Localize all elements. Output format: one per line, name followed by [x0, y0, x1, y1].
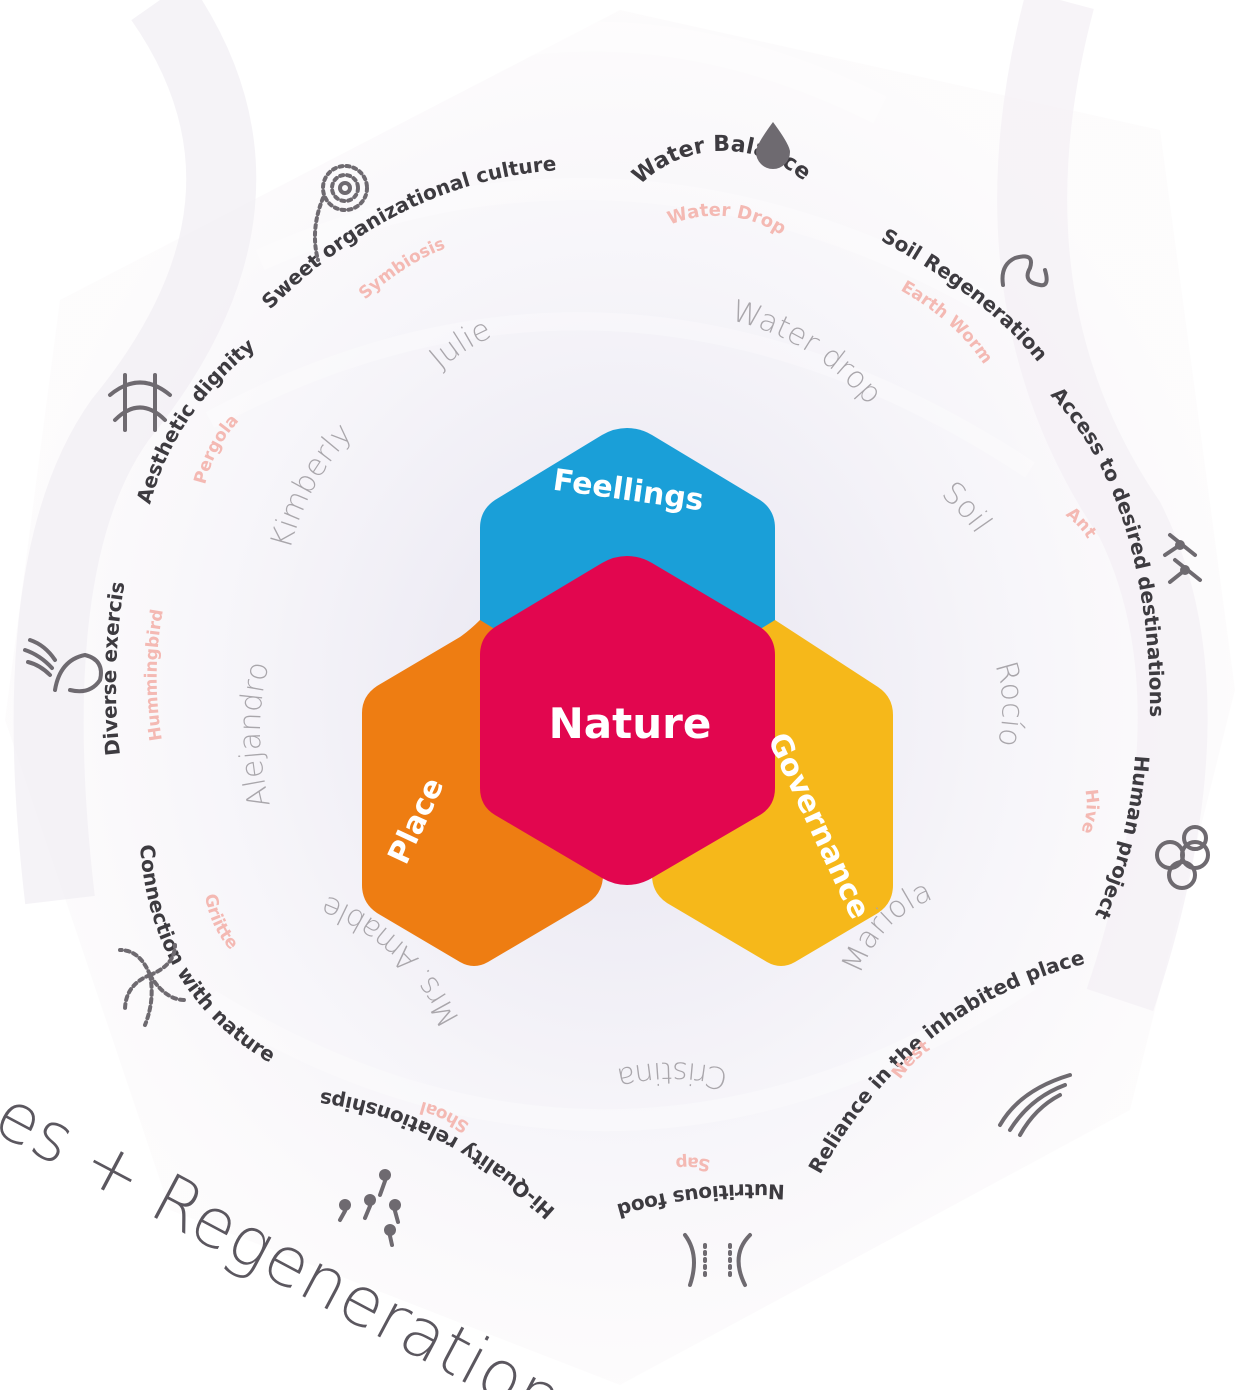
earthworm-icon — [1000, 254, 1049, 288]
shoal-icon — [338, 1169, 401, 1247]
water-drop-icon — [756, 122, 790, 169]
person-cristina: Cristina — [614, 1054, 731, 1096]
sub-sap: Sap — [675, 1152, 712, 1174]
nature-hexagon[interactable] — [480, 556, 775, 885]
pergola-icon — [108, 373, 172, 432]
ant-icon — [1163, 533, 1202, 584]
person-rocio: Rocío — [988, 658, 1030, 750]
core-hexagon-cluster: Feellings Nature Place Governance — [362, 428, 893, 966]
pinwheel-icon — [118, 943, 187, 1027]
spiral-icon — [313, 164, 369, 262]
nature-label: Nature — [549, 699, 712, 748]
nest-icon — [998, 1073, 1072, 1137]
hive-icon — [1155, 825, 1210, 890]
ring-icons — [23, 122, 1210, 1287]
sap-icon — [683, 1233, 752, 1287]
hummingbird-icon — [23, 638, 103, 694]
